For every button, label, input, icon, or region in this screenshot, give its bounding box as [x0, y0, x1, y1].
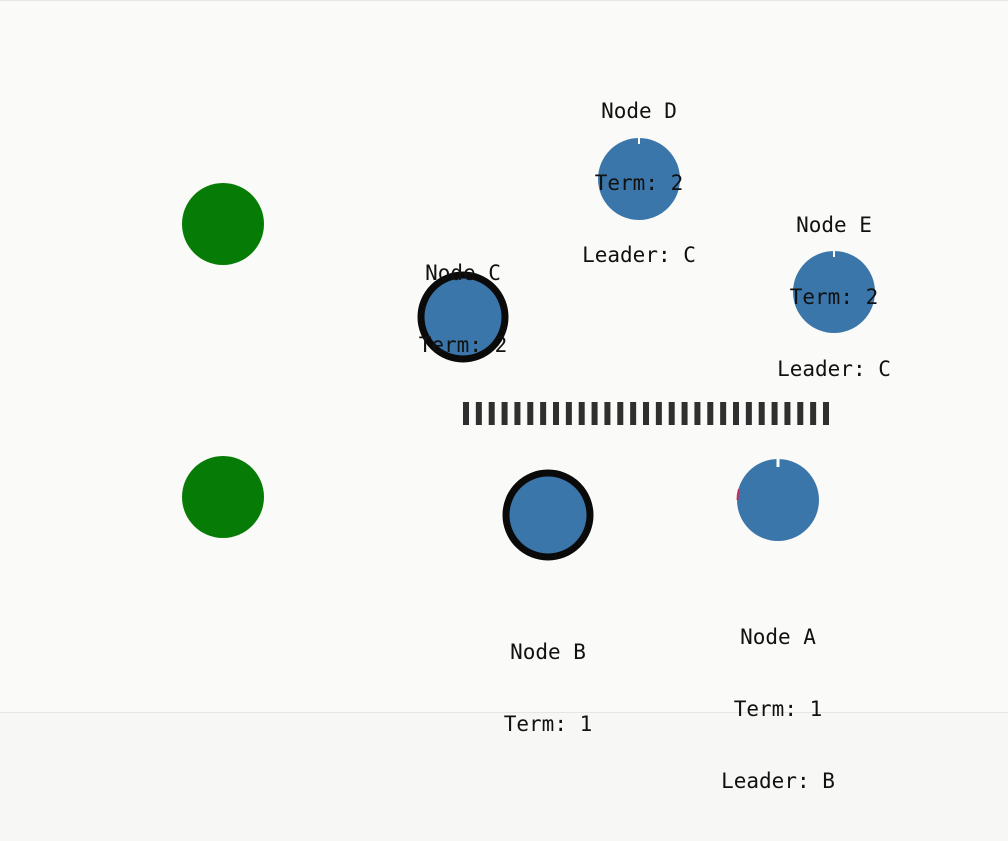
partition-segment: [617, 402, 624, 425]
node-d-term: Term: 2: [594, 171, 684, 195]
node-e-leader: Leader: C: [777, 357, 891, 381]
node-b-circle[interactable]: [502, 469, 594, 561]
node-e-term: Term: 2: [789, 285, 879, 309]
partition-segment: [668, 402, 675, 425]
partition-segment: [707, 402, 714, 425]
partition-segment: [565, 402, 572, 425]
node-e-label: Node E Term: 2 Leader: C: [777, 165, 891, 429]
partition-segment: [553, 402, 559, 425]
partition-segment: [591, 402, 598, 425]
node-e-circle[interactable]: [793, 251, 875, 333]
node-a-leader: Leader: B: [721, 769, 835, 793]
partition-segment: [501, 402, 508, 425]
partition-segment: [514, 402, 521, 425]
partition-segment: [694, 402, 701, 425]
partition-segment: [771, 402, 778, 425]
node-b-title: Node B: [510, 640, 586, 664]
node-c-term: Term: 2: [418, 333, 508, 357]
node-c-circle[interactable]: [417, 271, 509, 363]
partition-segment: [604, 402, 611, 425]
partition-segment: [540, 402, 547, 425]
node-d-title: Node D: [601, 99, 677, 123]
partition-segment: [681, 402, 688, 425]
cluster-canvas: Node C Term: 2 Node D Term: 2 Leader: C …: [0, 0, 1008, 793]
client-circle-2[interactable]: [182, 456, 264, 538]
node-d-circle[interactable]: [598, 138, 680, 220]
partition-segment: [797, 402, 804, 425]
node-a-label: Node A Term: 1 Leader: B: [721, 577, 835, 841]
partition-segment: [810, 402, 817, 425]
partition-segment: [578, 402, 585, 425]
partition-segment: [463, 402, 469, 425]
node-a-title: Node A: [740, 625, 816, 649]
node-e-title: Node E: [796, 213, 872, 237]
node-c-label: Node C Term: 2: [419, 213, 508, 405]
partition-segment: [527, 402, 534, 425]
node-d-label: Node D Term: 2 Leader: C: [582, 51, 696, 315]
partition-segment: [643, 402, 649, 425]
partition-segment: [630, 402, 637, 425]
node-b-label: Node B Term: 1: [504, 592, 593, 784]
partition-segment: [475, 402, 482, 425]
client-circle-1[interactable]: [182, 183, 264, 265]
partition-segment: [823, 402, 829, 425]
partition-segment: [745, 402, 752, 425]
partition-segment: [655, 402, 662, 425]
partition-segment: [758, 402, 765, 425]
node-b-term: Term: 1: [503, 712, 593, 736]
node-d-leader: Leader: C: [582, 243, 696, 267]
partition-segment: [488, 402, 495, 425]
node-a-timeout-arc-icon: [736, 488, 740, 501]
node-c-title: Node C: [425, 261, 501, 285]
partition-segment: [720, 402, 727, 425]
network-partition: [463, 402, 829, 425]
partition-segment: [733, 402, 739, 425]
diagram-svg: [182, 138, 875, 561]
partition-segment: [784, 402, 791, 425]
node-a-term: Term: 1: [733, 697, 823, 721]
node-a-circle[interactable]: [737, 459, 819, 541]
